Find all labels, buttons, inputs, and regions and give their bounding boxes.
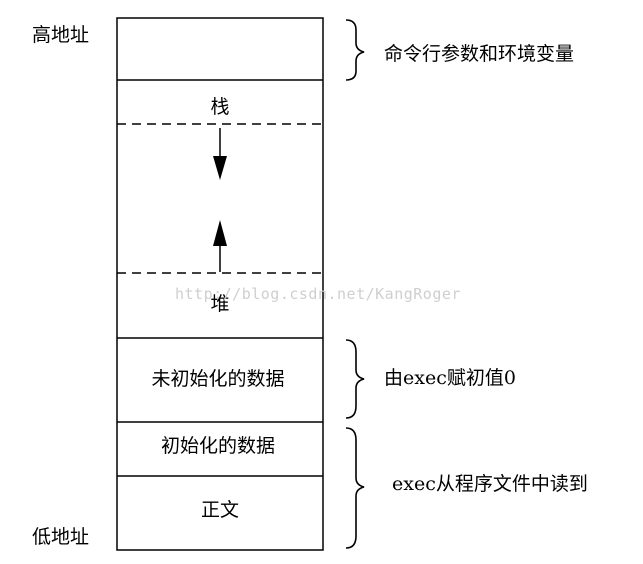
high-address-label: 高地址	[32, 24, 90, 46]
exec-read-brace	[345, 427, 365, 549]
low-address-label: 低地址	[32, 526, 90, 548]
text-segment-label: 正文	[200, 499, 240, 521]
bss-label: 未初始化的数据	[151, 368, 285, 390]
args-env-brace	[345, 19, 365, 81]
stack-growth-arrow-down-icon	[213, 156, 227, 180]
exec-read-annotation: exec从程序文件中读到	[392, 473, 588, 495]
heap-label: 堆	[210, 293, 230, 315]
bss-brace	[345, 339, 365, 419]
watermark-url: http://blog.csdn.net/KangRoger	[175, 285, 461, 303]
memory-column	[116, 17, 324, 551]
args-env-annotation: 命令行参数和环境变量	[384, 43, 575, 65]
bss-annotation: 由exec赋初值0	[384, 367, 516, 389]
stack-label: 栈	[210, 96, 230, 118]
initialized-data-label: 初始化的数据	[160, 435, 276, 457]
heap-growth-arrow-up-icon	[213, 220, 227, 246]
